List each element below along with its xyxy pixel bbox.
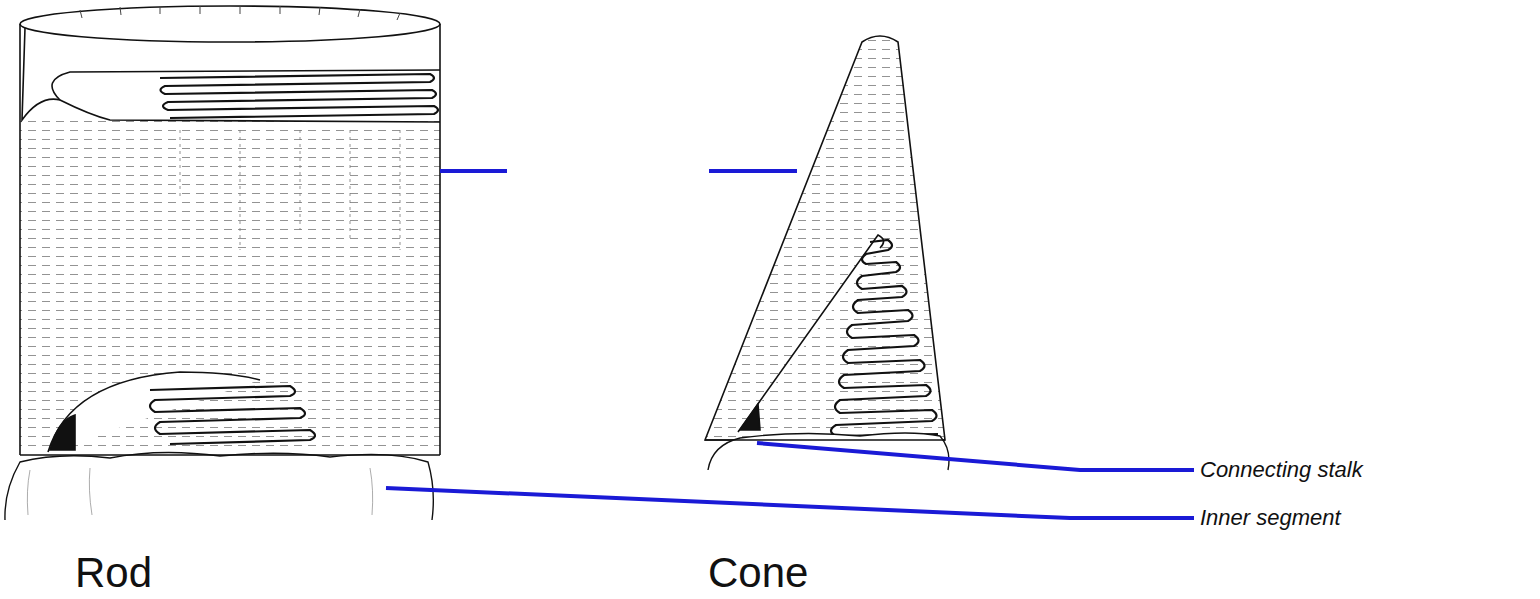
leader-lines: [386, 171, 1194, 518]
rod-inner-segment: [5, 452, 433, 520]
cell-label: Rod: [75, 550, 152, 596]
part-label: Inner segment: [1200, 506, 1341, 530]
rod-outer-segment: [20, 6, 440, 455]
cell-label: Cone: [708, 550, 808, 596]
cone-inner-segment: [708, 433, 949, 470]
part-label: Connecting stalk: [1200, 458, 1363, 482]
cone-outer-segment: [705, 36, 945, 440]
